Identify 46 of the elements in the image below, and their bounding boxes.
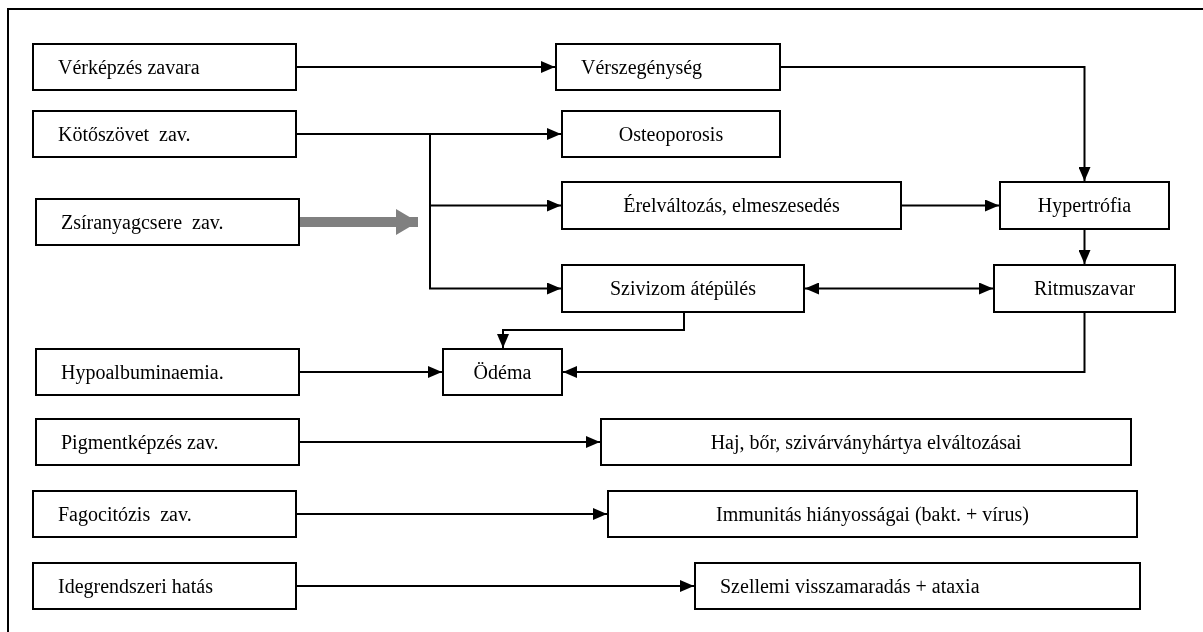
box-label: Szellemi visszamaradás + ataxia [720,573,980,599]
process-box [35,198,300,246]
process-box [32,110,297,158]
arrow [497,312,685,349]
arrow [296,61,556,73]
box-label: Haj, bőr, szivárványhártya elváltozásai [710,429,1022,455]
process-box [561,181,902,230]
box-label: Ödéma [473,359,532,385]
box-label: Idegrendszeri hatás [58,573,213,599]
arrow [562,312,1086,378]
process-box [442,348,563,396]
process-box [35,348,300,396]
process-box [32,43,297,91]
process-box [993,264,1176,313]
arrow [296,580,695,592]
arrow [299,436,601,448]
box-label: Vérszegénység [581,54,703,80]
process-box [561,110,781,158]
process-box [600,418,1132,466]
box-label: Érelváltozás, elmeszesedés [623,193,840,218]
box-label: Kötőszövet zav. [58,121,191,147]
box-label: Immunitás hiányosságai (bakt. + vírus) [716,501,1029,527]
arrow [804,282,994,295]
arrow [299,366,443,378]
process-box [32,490,297,538]
process-box [607,490,1138,538]
arrow [901,199,1000,212]
box-label: Hypertrófia [1037,193,1132,218]
arrow [780,66,1091,182]
thick-arrow [300,209,418,235]
arrow [296,508,608,520]
arrow [1078,229,1091,265]
box-label: Osteoporosis [618,121,724,147]
process-box [35,418,300,466]
process-box [32,562,297,610]
box-label: Fagocitózis zav. [58,501,192,527]
process-box [555,43,781,91]
box-label: Hypoalbuminaemia. [61,359,224,385]
box-label: Vérképzés zavara [58,54,200,80]
box-label: Ritmuszavar [1033,276,1136,301]
box-label: Zsíranyagcsere zav. [61,209,224,235]
box-label: Pigmentképzés zav. [61,429,219,455]
process-box [999,181,1170,230]
box-label: Szivizom átépülés [609,276,757,301]
process-box [561,264,805,313]
process-box [694,562,1141,610]
